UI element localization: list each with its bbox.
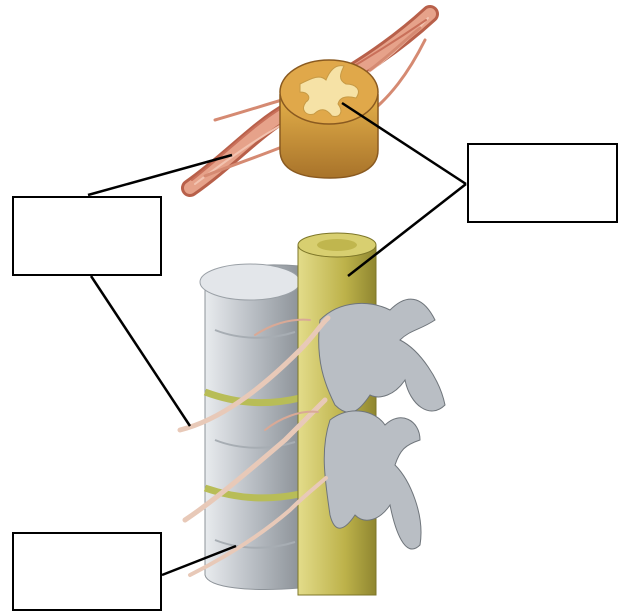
label-box-vertebra[interactable] bbox=[12, 532, 162, 611]
spinal-cord-cross-section-icon bbox=[190, 14, 430, 188]
label-box-spinal-cord[interactable] bbox=[467, 143, 618, 223]
label-box-nerve[interactable] bbox=[12, 196, 162, 276]
vertebral-column-icon bbox=[180, 233, 445, 595]
vertebral-processes bbox=[319, 299, 445, 549]
cord-slice bbox=[280, 60, 378, 178]
